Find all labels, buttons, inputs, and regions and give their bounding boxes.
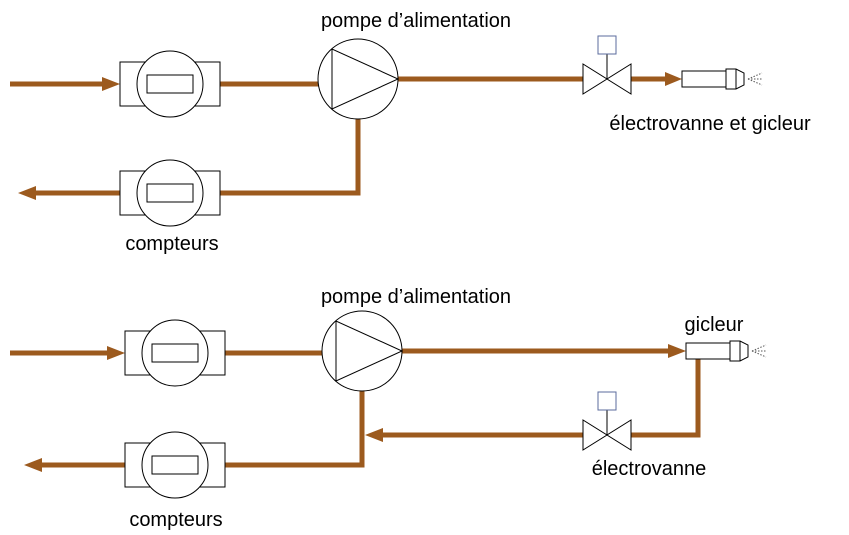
arrow-to-nozzle-bottom	[668, 344, 686, 358]
arrow-outlet-bottom	[24, 458, 42, 472]
nozzle-top	[681, 68, 763, 90]
flow-meter-in-top	[119, 50, 221, 118]
flow-meter-out-top	[119, 159, 221, 227]
nozzle-bottom	[685, 340, 767, 362]
pump-label-bottom: pompe d’alimentation	[321, 286, 511, 308]
arrow-outlet-top	[18, 186, 36, 200]
solenoid-valve-top	[582, 35, 632, 95]
feed-pump-top	[317, 38, 399, 120]
valve-nozzle-label-top: électrovanne et gicleur	[609, 113, 811, 135]
arrow-inlet-top	[102, 77, 120, 91]
diagram-top: pompe d’alimentation électrovanne et gic…	[10, 10, 811, 255]
nozzle-label-bottom: gicleur	[685, 314, 744, 336]
feed-pump-bottom	[321, 310, 403, 392]
solenoid-valve-bottom	[582, 391, 632, 451]
flow-meter-in-bottom	[124, 319, 226, 387]
arrow-inlet-bottom	[107, 346, 125, 360]
arrow-return-junction-bottom	[365, 428, 383, 442]
valve-label-bottom: électrovanne	[592, 458, 707, 480]
flow-meter-out-bottom	[124, 431, 226, 499]
meters-label-top: compteurs	[125, 233, 218, 255]
pump-label-top: pompe d’alimentation	[321, 10, 511, 32]
pipe-return-top	[220, 119, 361, 196]
meters-label-bottom: compteurs	[129, 509, 222, 531]
pipe-return-bottom	[225, 391, 365, 468]
diagram-bottom: pompe d’alimentation gicleur électrovann…	[10, 286, 767, 531]
pipe-nozzle-return-bottom	[630, 359, 701, 438]
arrow-to-nozzle-top	[665, 72, 682, 86]
